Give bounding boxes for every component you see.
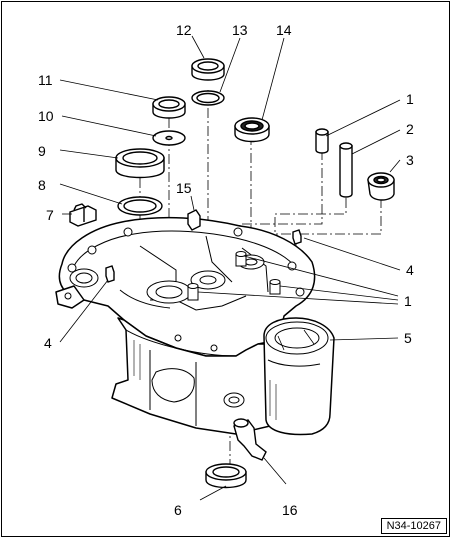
part-2-tube [339,142,353,198]
part-9-bearing-race [115,148,165,179]
callout-6: 6 [174,502,182,518]
part-8-shim [117,196,163,216]
callout-4-left: 4 [44,335,52,351]
leader-lines [59,35,401,501]
callout-4-right: 4 [406,262,414,278]
housing-details [64,227,329,426]
callout-1-top: 1 [406,91,414,107]
part-1-bushing [315,128,329,154]
part-12-bearing-race [191,58,225,81]
callout-9: 9 [38,143,46,159]
callout-2: 2 [406,121,414,137]
callout-8: 8 [38,177,46,193]
callout-11: 11 [38,72,53,88]
callout-1-bottom: 1 [404,293,412,309]
part-3-bearing [367,172,395,201]
callout-10: 10 [38,108,54,124]
part-6-seal-ring [205,463,247,489]
callout-labels: 12 13 14 11 10 9 8 7 15 1 2 3 4 1 5 4 6 … [38,22,414,518]
part-10-shim [152,130,186,146]
callout-12: 12 [176,22,192,38]
callout-16: 16 [282,502,298,518]
callout-7: 7 [46,207,54,223]
part-15-clip [187,209,201,231]
callout-3: 3 [406,152,414,168]
callout-13: 13 [232,22,248,38]
part-11-bearing-race [152,96,186,119]
part-4-plug-left [105,265,115,283]
part-16-sensor [233,418,267,461]
part-7-breather [69,203,97,227]
figure-code: N34-10267 [380,518,447,534]
part-14-oil-seal [234,117,270,143]
callout-5: 5 [404,330,412,346]
part-4-plug-right [292,229,302,245]
part-13-shim [191,90,225,106]
callout-15: 15 [176,180,192,196]
exploded-parts [69,58,395,489]
callout-14: 14 [276,22,292,38]
